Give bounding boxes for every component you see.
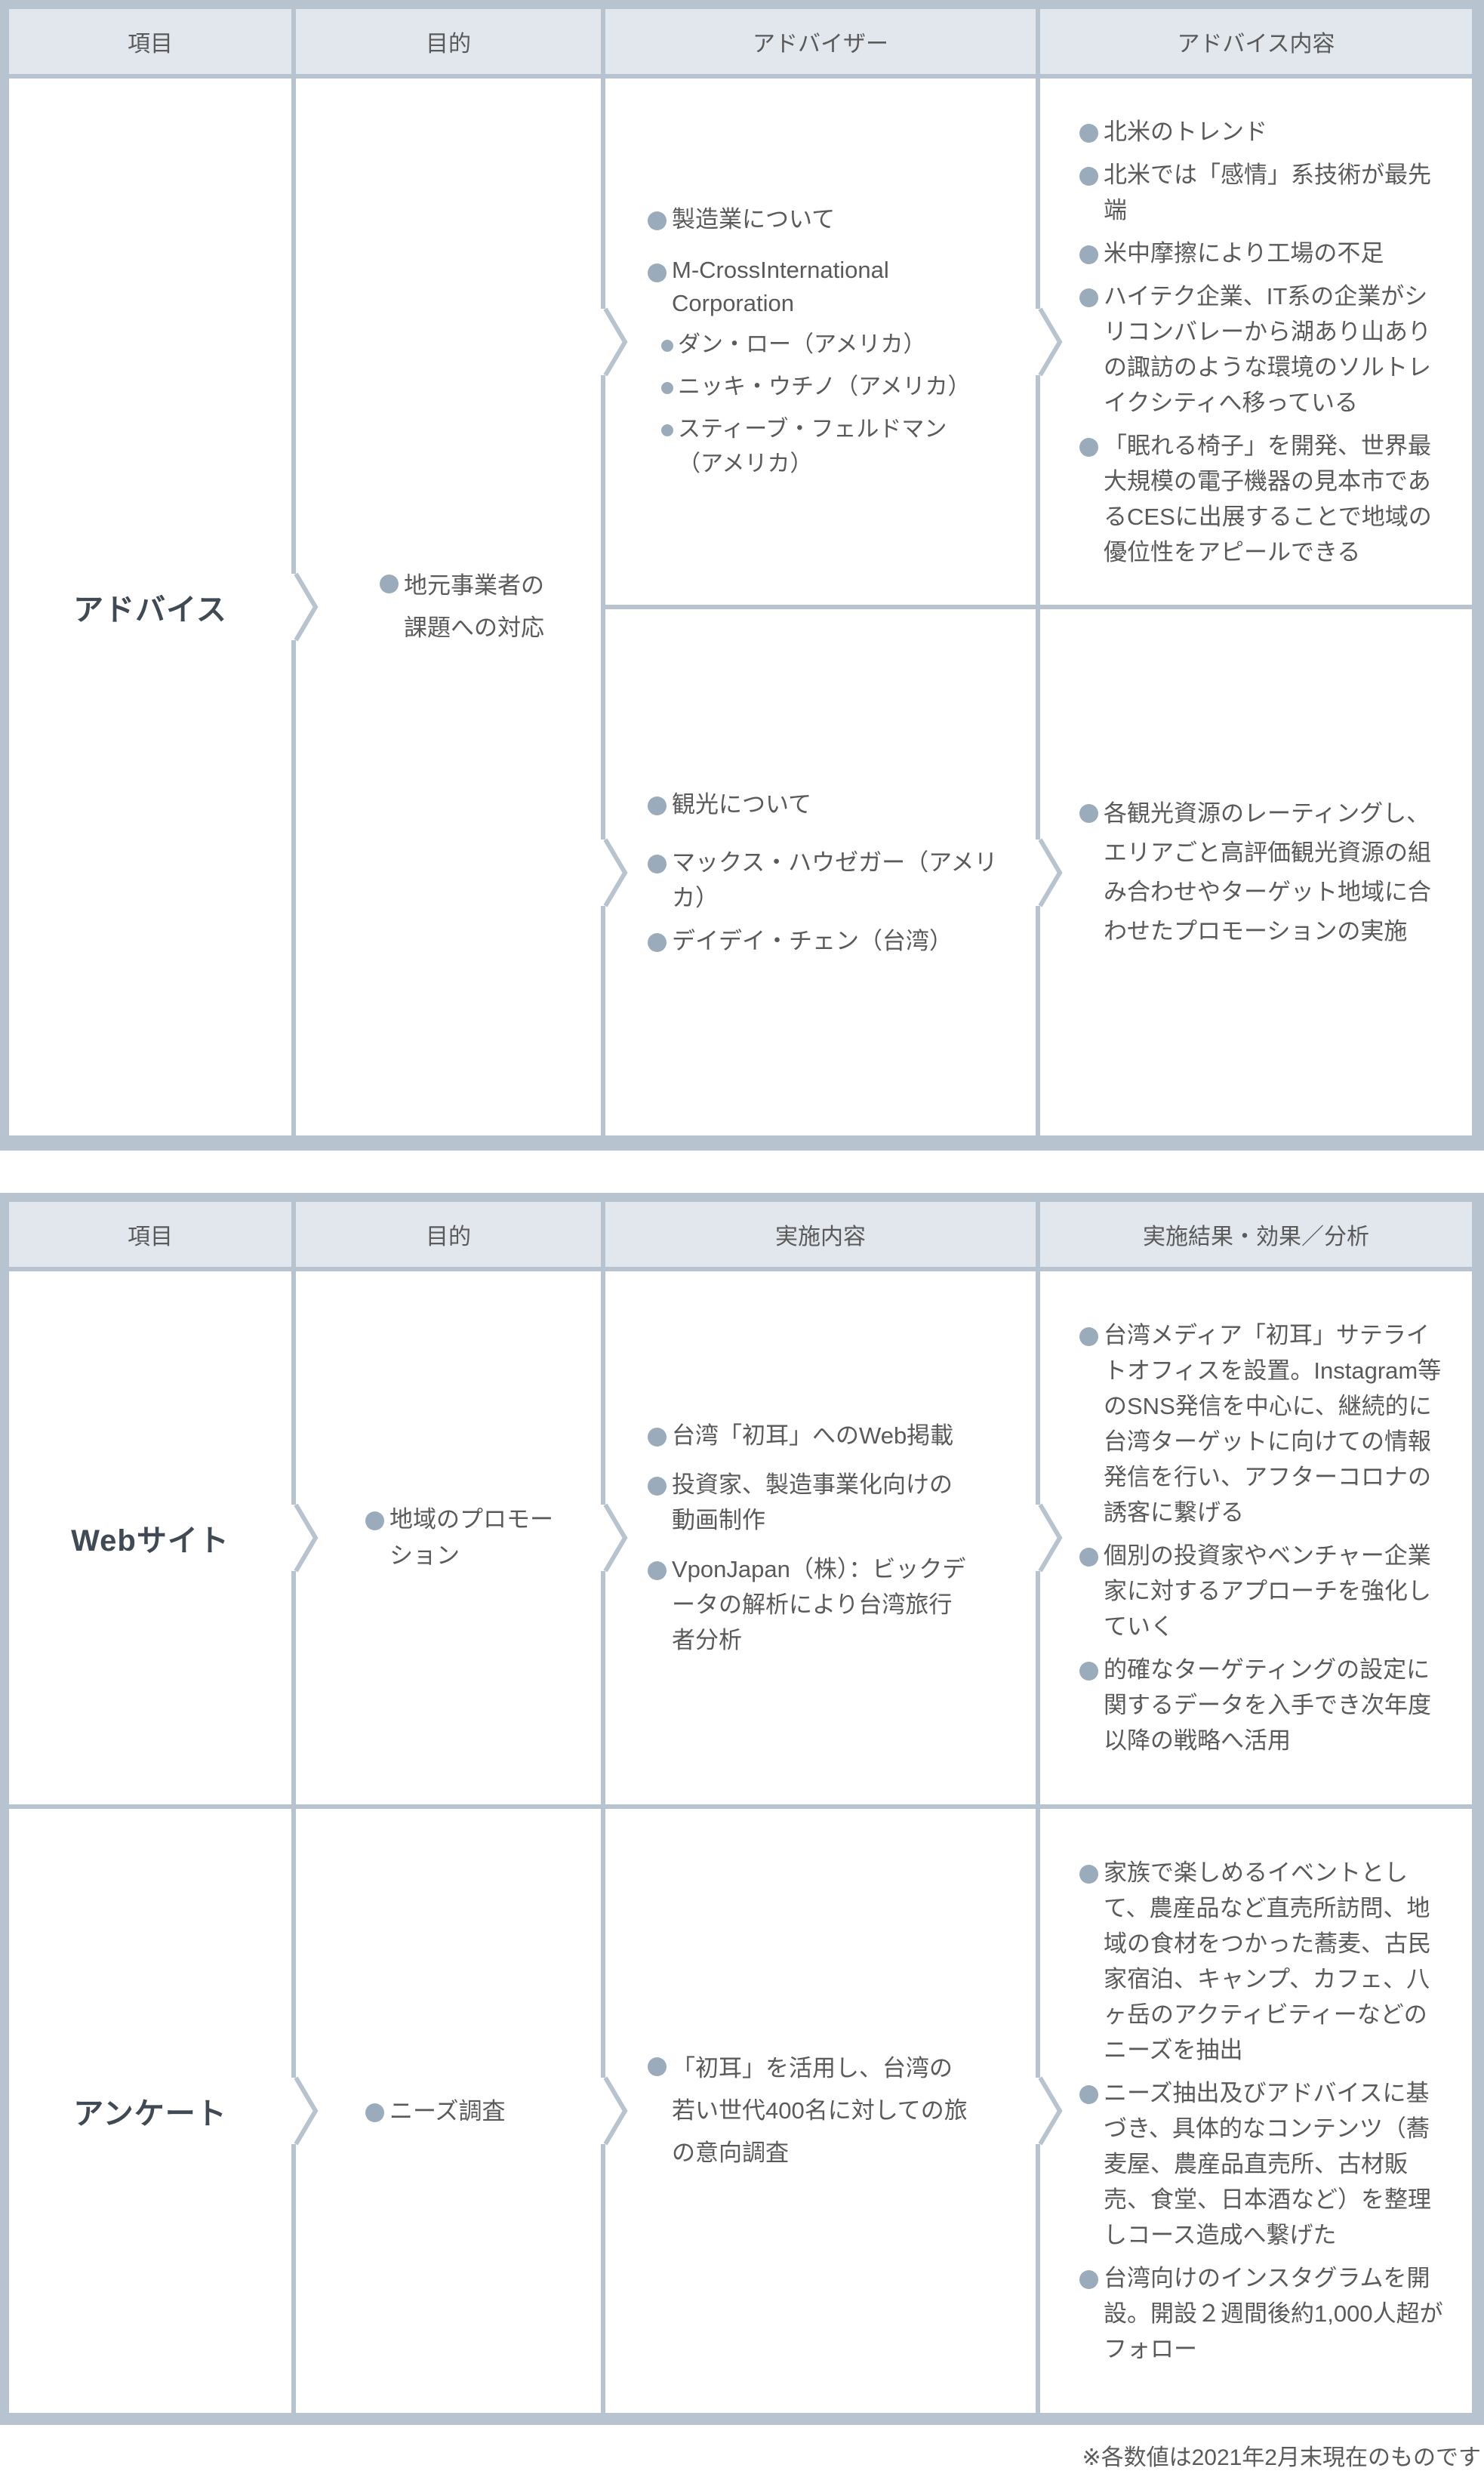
chevron-right-icon <box>599 1503 628 1573</box>
purpose-item: 地域のプロモーション <box>365 1502 562 1574</box>
advisor-cell-manufacturing: 製造業について M-CrossInternational Corporation… <box>599 79 1036 605</box>
content-cell-website: 台湾「初耳」へのWeb掲載 投資家、製造事業化向けの動画制作 VponJapan… <box>599 1271 1036 1804</box>
result-point: 家族で楽しめるイベントとして、農産品など直売所訪問、地域の食材をつかった蕎麦、古… <box>1079 1855 1446 2068</box>
header-implementation: 実施内容 <box>605 1202 1036 1267</box>
item-survey: アンケート <box>9 1809 291 2413</box>
content-point: 投資家、製造事業化向けの動画制作 <box>648 1467 972 1538</box>
advice-cell-tourism: 各観光資源のレーティングし、エリアごと高評価観光資源の組み合わせやターゲット地域… <box>1033 609 1472 1135</box>
chevron-right-icon <box>1033 2076 1063 2146</box>
advice-point: 北米のトレンド <box>1079 114 1446 149</box>
purpose-cell: 地元事業者の課題への対応 <box>289 79 601 1135</box>
advisor-category: 製造業について <box>648 202 995 237</box>
result-point: ニーズ抽出及びアドバイスに基づき、具体的なコンテンツ（蕎麦屋、農産品直売所、古材… <box>1079 2075 1446 2253</box>
results-cell-website: 台湾メディア「初耳」サテライトオフィスを設置。Instagram等のSNS発信を… <box>1033 1271 1472 1804</box>
header-advisor: アドバイザー <box>605 9 1036 74</box>
header-item: 項目 <box>9 9 291 74</box>
chevron-right-icon <box>1033 837 1063 907</box>
item-advice: アドバイス <box>9 79 291 1135</box>
advice-cell-manufacturing: 北米のトレンド 北米では「感情」系技術が最先端 米中摩擦により工場の不足 ハイテ… <box>1033 79 1472 605</box>
advice-table: 項目 目的 アドバイザー アドバイス内容 アドバイス 地元事業者の課題への対応 … <box>0 0 1484 1151</box>
results-cell-survey: 家族で楽しめるイベントとして、農産品など直売所訪問、地域の食材をつかった蕎麦、古… <box>1033 1809 1472 2413</box>
chevron-right-icon <box>1033 307 1063 377</box>
header-purpose: 目的 <box>296 1202 601 1267</box>
content-cell-survey: 「初耳」を活用し、台湾の若い世代400名に対しての旅の意向調査 <box>599 1809 1036 2413</box>
item-website: Webサイト <box>9 1271 291 1804</box>
advice-point: ハイテク企業、IT系の企業がシリコンバレーから湖あり山ありの諏訪のような環境のソ… <box>1079 279 1446 421</box>
result-point: 的確なターゲティングの設定に関するデータを入手でき次年度以降の戦略へ活用 <box>1079 1652 1446 1758</box>
purpose-cell-survey: ニーズ調査 <box>289 1809 601 2413</box>
header-item: 項目 <box>9 1202 291 1267</box>
result-point: 個別の投資家やベンチャー企業家に対するアプローチを強化していく <box>1079 1538 1446 1644</box>
chevron-right-icon <box>599 2076 628 2146</box>
chevron-right-icon <box>599 837 628 907</box>
advisor-person: ダン・ロー（アメリカ） <box>648 328 995 362</box>
chevron-right-icon <box>289 572 319 642</box>
chevron-right-icon <box>289 2076 319 2146</box>
header-advice-content: アドバイス内容 <box>1040 9 1472 74</box>
header-results: 実施結果・効果／分析 <box>1040 1202 1472 1267</box>
content-point: VponJapan（株）：ビックデータの解析により台湾旅行者分析 <box>648 1551 972 1658</box>
advice-point: 北米では「感情」系技術が最先端 <box>1079 157 1446 228</box>
advisor-person: ニッキ・ウチノ（アメリカ） <box>648 370 995 405</box>
advisor-company: M-CrossInternational Corporation <box>648 254 980 320</box>
result-point: 台湾向けのインスタグラムを開設。開設２週間後約1,000人超がフォロー <box>1079 2260 1446 2367</box>
purpose-item: 地元事業者の課題への対応 <box>380 565 553 649</box>
header-purpose: 目的 <box>296 9 601 74</box>
advisor-cell-tourism: 観光について マックス・ハウゼガー（アメリカ） デイデイ・チェン（台湾） <box>599 609 1036 1135</box>
footnote: ※各数値は2021年2月末現在のものです <box>1082 2445 1481 2470</box>
chevron-right-icon <box>289 1503 319 1573</box>
advisor-category: 観光について <box>648 787 1010 822</box>
implementation-table: 項目 目的 実施内容 実施結果・効果／分析 Webサイト 地域のプロモーション … <box>0 1193 1484 2425</box>
advice-point: 米中摩擦により工場の不足 <box>1079 236 1446 271</box>
advice-point: 「眠れる椅子」を開発、世界最大規模の電子機器の見本市であるCESに出展することで… <box>1079 428 1446 570</box>
purpose-cell-website: 地域のプロモーション <box>289 1271 601 1804</box>
content-point: 「初耳」を活用し、台湾の若い世代400名に対しての旅の意向調査 <box>648 2047 972 2174</box>
chevron-right-icon <box>599 307 628 377</box>
advisor-person: スティーブ・フェルドマン（アメリカ） <box>648 412 965 482</box>
result-point: 台湾メディア「初耳」サテライトオフィスを設置。Instagram等のSNS発信を… <box>1079 1317 1446 1530</box>
chevron-right-icon <box>1033 1503 1063 1573</box>
purpose-item: ニーズ調査 <box>365 2094 562 2129</box>
content-point: 台湾「初耳」へのWeb掲載 <box>648 1418 972 1453</box>
advisor-person: デイデイ・チェン（台湾） <box>648 923 1010 959</box>
advice-point: 各観光資源のレーティングし、エリアごと高評価観光資源の組み合わせやターゲット地域… <box>1079 794 1446 951</box>
advisor-person: マックス・ハウゼガー（アメリカ） <box>648 845 1010 916</box>
